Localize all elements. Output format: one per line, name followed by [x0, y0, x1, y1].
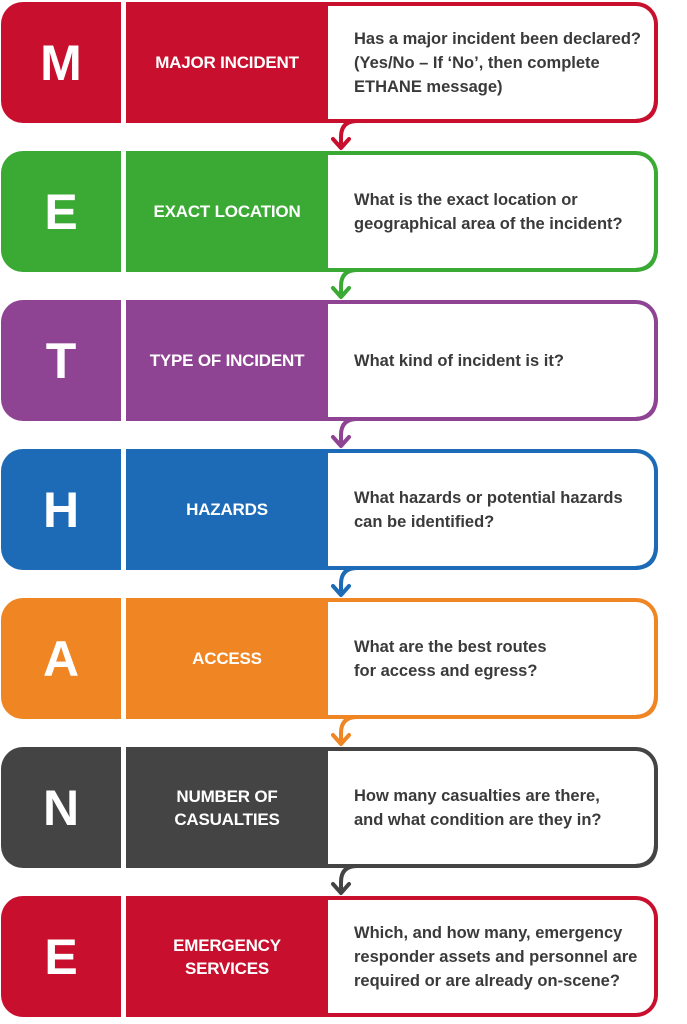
step-row-number-of-casualties: N NUMBER OF CASUALTIES How many casualties…	[0, 747, 687, 868]
step-letter: M	[40, 34, 82, 91]
step-letter: H	[42, 481, 80, 538]
step-row-type-of-incident: T TYPE OF INCIDENT What kind of incident i…	[0, 300, 687, 421]
step-label: HAZARDS	[186, 500, 268, 519]
step-label: MAJOR INCIDENT	[155, 53, 299, 72]
step-panel	[1, 300, 328, 421]
down-arrow-icon	[331, 733, 351, 746]
step-question: What hazards or potential hazards can be…	[354, 488, 623, 531]
step-panel	[1, 896, 328, 1017]
step-row-exact-location: E EXACT LOCATION What is the exact locatio…	[0, 151, 687, 272]
step-divider	[121, 2, 126, 123]
step-question: What are the best routes for access and …	[354, 637, 547, 680]
step-panel	[1, 747, 328, 868]
step-divider	[121, 300, 126, 421]
step-letter: E	[44, 183, 78, 240]
step-divider	[121, 449, 126, 570]
step-letter: T	[45, 332, 77, 389]
down-arrow-icon	[331, 584, 351, 597]
step-question: What kind of incident is it?	[354, 351, 564, 370]
step-question: How many casualties are there, and what …	[354, 786, 602, 829]
question-box	[328, 896, 658, 1017]
step-letter: A	[42, 630, 80, 687]
step-divider	[121, 598, 126, 719]
step-panel	[1, 449, 328, 570]
down-arrow-icon	[331, 435, 351, 448]
step-panel	[1, 2, 328, 123]
step-question: What is the exact location or geographic…	[354, 190, 623, 233]
step-letter: E	[44, 928, 78, 985]
step-question: Which, and how many, emergency responder…	[354, 923, 638, 990]
step-panel	[1, 598, 328, 719]
step-panel	[1, 151, 328, 272]
down-arrow-icon	[331, 286, 351, 299]
step-row-hazards: H HAZARDS What hazards or potential hazard…	[0, 449, 687, 570]
step-row-emergency-services: E EMERGENCY SERVICES Which, and how many, …	[0, 896, 687, 1017]
down-arrow-icon	[331, 882, 351, 895]
step-row-major-incident: M MAJOR INCIDENT Has a major incident been…	[0, 2, 687, 123]
step-divider	[121, 896, 126, 1017]
step-label: ACCESS	[192, 649, 262, 668]
step-question: Has a major incident been declared? (Yes…	[354, 29, 642, 96]
down-arrow-icon	[331, 137, 351, 150]
step-row-access: A ACCESS What are the best routes for acce…	[0, 598, 687, 719]
step-label: EMERGENCY SERVICES	[173, 935, 281, 978]
step-divider	[121, 747, 126, 868]
step-label: EXACT LOCATION	[153, 202, 301, 221]
step-letter: N	[42, 779, 80, 836]
step-label: NUMBER OF CASUALTIES	[174, 786, 280, 829]
step-divider	[121, 151, 126, 272]
step-label: TYPE OF INCIDENT	[149, 351, 305, 370]
